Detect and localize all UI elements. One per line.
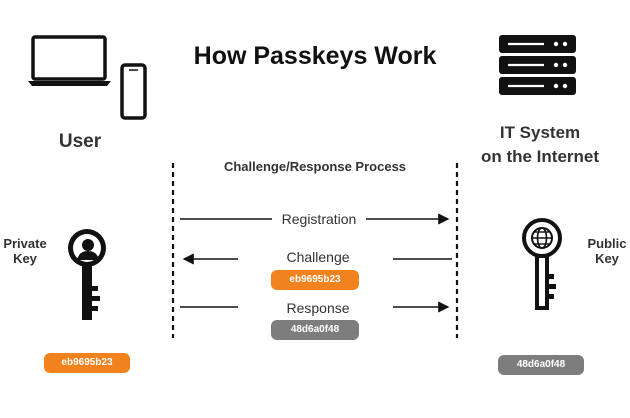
private-key-icon <box>68 229 106 320</box>
private-key-label-line1: Private <box>3 236 47 251</box>
response-label: Response <box>270 300 366 316</box>
system-label-line2: on the Internet <box>480 147 600 166</box>
server-icon <box>499 35 576 95</box>
public-key-icon <box>522 218 562 310</box>
public-key-label: Public Key <box>582 236 630 266</box>
user-label: User <box>58 131 102 152</box>
system-dashed-line <box>455 163 459 338</box>
challenge-label: Challenge <box>270 249 366 265</box>
public-key-value-badge: 48d6a0f48 <box>498 355 584 375</box>
public-key-label-line2: Key <box>595 251 619 266</box>
system-label: IT System on the Internet <box>460 121 620 169</box>
challenge-value-badge: eb9695b23 <box>271 270 359 290</box>
user-dashed-line <box>171 163 175 338</box>
registration-label: Registration <box>272 211 366 227</box>
public-key-label-line1: Public <box>587 236 627 251</box>
process-label: Challenge/Response Process <box>223 159 407 174</box>
phone-icon <box>120 63 147 120</box>
page-title: How Passkeys Work <box>193 42 437 70</box>
response-value-badge: 48d6a0f48 <box>271 320 359 340</box>
laptop-icon <box>28 35 111 86</box>
system-label-line1: IT System <box>499 123 581 142</box>
private-key-label: Private Key <box>0 236 50 266</box>
private-key-value-badge: eb9695b23 <box>44 353 130 373</box>
private-key-label-line2: Key <box>13 251 37 266</box>
